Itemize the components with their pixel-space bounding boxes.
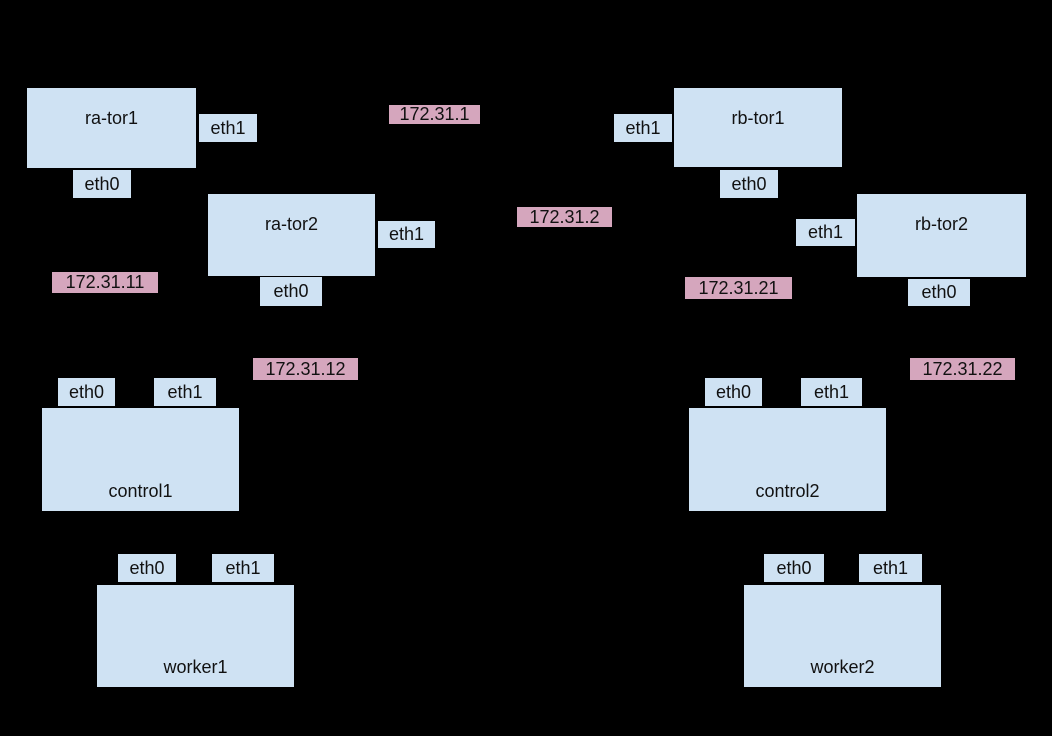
node-worker1: worker1 [96,584,295,688]
node-ra-tor2-label: ra-tor2 [264,214,318,234]
port-ra-tor1-eth1: eth1 [198,113,258,143]
port-ra-tor2-eth1: eth1 [377,220,436,249]
node-control2-label: control2 [755,481,820,501]
node-rb-tor1: rb-tor1 [673,87,843,168]
node-control1-label: control1 [108,481,173,501]
ip-label-172-31-2: 172.31.2 [517,207,612,227]
node-worker2: worker2 [743,584,942,688]
ip-label-172-31-11: 172.31.11 [52,272,158,293]
port-worker2-eth0: eth0 [763,553,825,583]
port-control1-eth1: eth1 [153,377,217,407]
port-ra-tor1-eth0: eth0 [72,169,132,199]
port-rb-tor1-eth0: eth0 [719,169,779,199]
node-control2: control2 [688,407,887,512]
port-ra-tor2-eth0: eth0 [259,276,323,307]
node-worker1-label: worker1 [163,657,228,677]
port-control2-eth0: eth0 [704,377,763,407]
port-control1-eth0: eth0 [57,377,116,407]
node-ra-tor1: ra-tor1 [26,87,197,169]
node-rb-tor1-label: rb-tor1 [731,108,785,128]
port-rb-tor2-eth1: eth1 [795,218,856,247]
port-worker2-eth1: eth1 [858,553,923,583]
port-rb-tor2-eth0: eth0 [907,278,971,307]
ip-label-172-31-12: 172.31.12 [253,358,358,380]
port-control2-eth1: eth1 [800,377,863,407]
node-rb-tor2: rb-tor2 [856,193,1027,278]
node-rb-tor2-label: rb-tor2 [914,214,968,234]
node-control1: control1 [41,407,240,512]
ip-label-172-31-22: 172.31.22 [910,358,1015,380]
port-worker1-eth1: eth1 [211,553,275,583]
node-ra-tor1-label: ra-tor1 [84,108,138,128]
port-worker1-eth0: eth0 [117,553,177,583]
node-ra-tor2: ra-tor2 [207,193,376,277]
ip-label-172-31-21: 172.31.21 [685,277,792,299]
node-worker2-label: worker2 [810,657,875,677]
ip-label-172-31-1: 172.31.1 [389,105,480,124]
port-rb-tor1-eth1: eth1 [613,113,673,143]
